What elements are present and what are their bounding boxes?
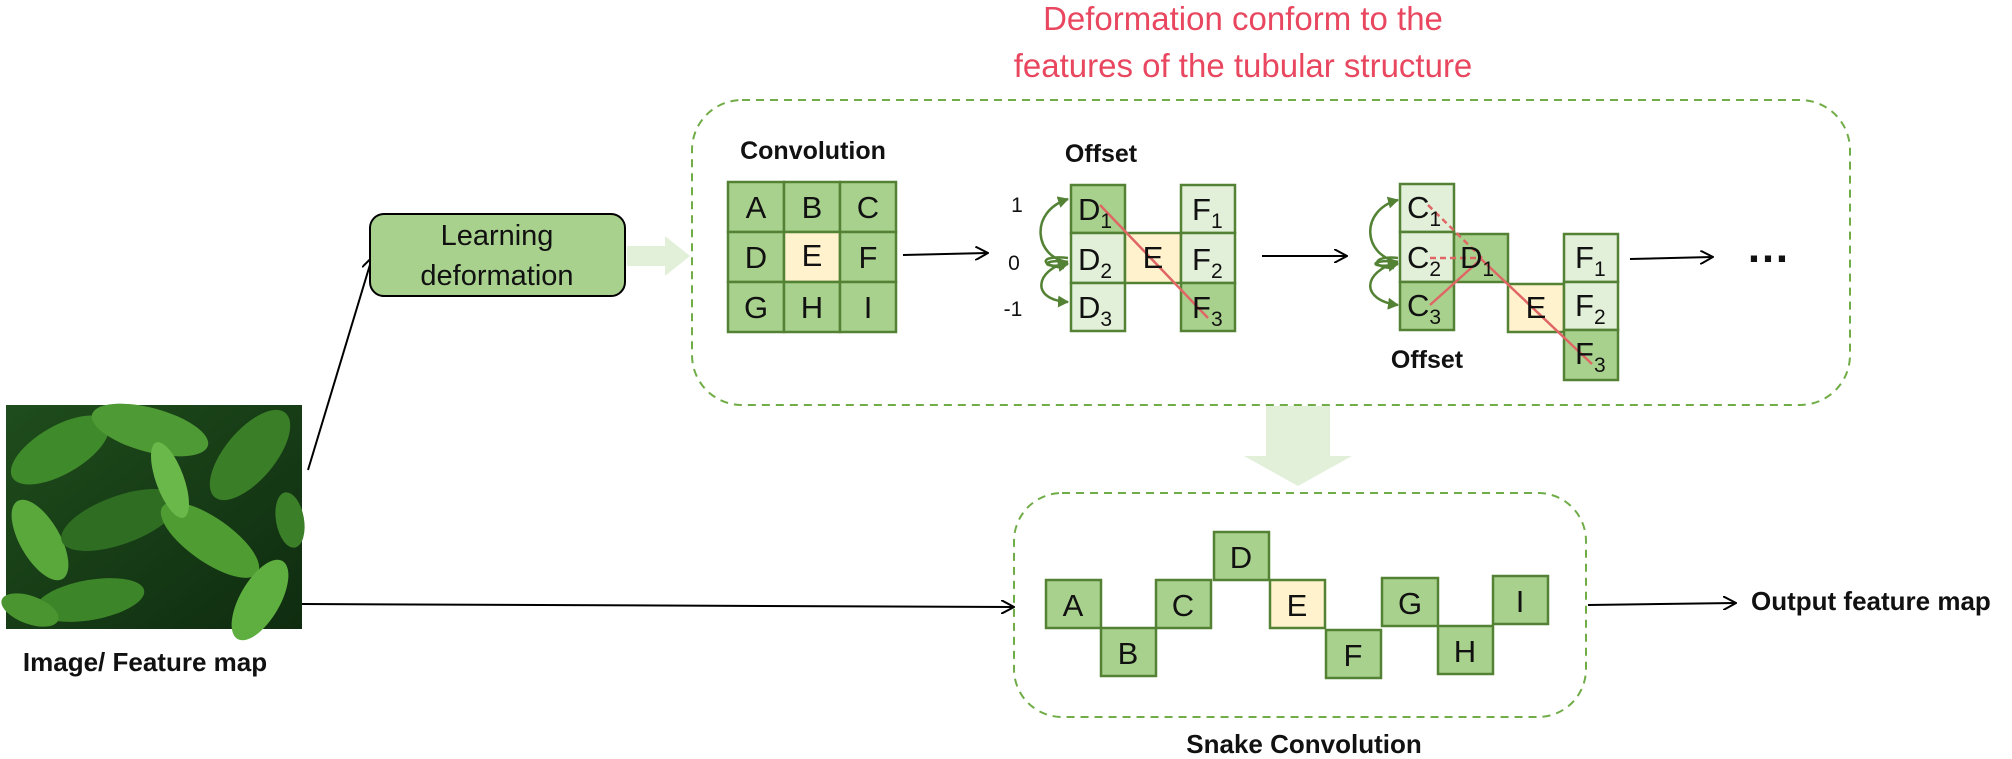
cell-f3: F3: [1192, 290, 1223, 331]
deformation-panel: [691, 99, 1851, 406]
snake-convolution-label: Snake Convolution: [1186, 729, 1421, 759]
offset-curved-arrows-2: [1369, 196, 1399, 310]
offset-label-1: Offset: [1065, 140, 1138, 168]
snake-cell-i: I: [1516, 584, 1525, 619]
arrow-image-to-snake: [301, 604, 1013, 607]
grid-cell-e: E: [802, 238, 823, 273]
cell-f2: F2: [1192, 242, 1223, 283]
snake-cell-g: G: [1398, 586, 1422, 621]
cell-d2: D2: [1078, 242, 1112, 283]
image-label: Image/ Feature map: [23, 647, 267, 677]
ellipsis: …: [1746, 223, 1790, 272]
grid-cell-h: H: [801, 290, 823, 325]
offset-curved-arrows-1: [1039, 196, 1069, 308]
grid-cell-i: I: [864, 290, 873, 325]
offset-tick-0: 0: [1008, 252, 1020, 275]
snake-cell-e: E: [1287, 588, 1308, 623]
offset-tick-1: 1: [1011, 194, 1023, 217]
arrow-image-to-learning: [307, 258, 372, 471]
learning-line-1: Learning: [441, 220, 554, 252]
cell-d1-stage-2: D1: [1460, 240, 1494, 281]
leaf-image: [1, 403, 305, 641]
arrow-grid-to-offset: [902, 253, 987, 255]
output-label: Output feature map: [1751, 586, 1991, 616]
grid-cell-f: F: [859, 240, 878, 275]
snake-cell-a: A: [1063, 588, 1084, 623]
offset-tick-minus-1: -1: [1004, 298, 1023, 321]
offset-stage-1-cells: [1069, 183, 1237, 333]
cell-e-stage-2: E: [1526, 290, 1547, 325]
snake-cell-c: C: [1172, 588, 1194, 623]
convolution-grid: [726, 180, 898, 334]
snake-cells: [1044, 530, 1550, 680]
offset-red-lines-2: [1427, 204, 1593, 365]
convolution-label: Convolution: [740, 137, 886, 165]
grid-cell-d: D: [745, 240, 767, 275]
snake-cell-h: H: [1454, 634, 1476, 669]
cell-f3-stage-2: F3: [1575, 336, 1606, 377]
grid-cell-a: A: [746, 190, 767, 225]
snake-cell-b: B: [1118, 636, 1139, 671]
down-arrow: [1244, 406, 1352, 486]
learning-line-2: deformation: [420, 260, 573, 292]
learning-deformation-box: [369, 213, 626, 297]
grid-cell-b: B: [802, 190, 823, 225]
arrow-offset-2-to-ellipsis: [1629, 257, 1712, 259]
cell-f2-stage-2: F2: [1575, 288, 1606, 329]
learning-connector-arrow: [627, 236, 690, 276]
cell-c2: C2: [1407, 240, 1441, 281]
grid-cell-g: G: [744, 290, 768, 325]
grid-cell-c: C: [857, 190, 879, 225]
cell-e-stage-1: E: [1143, 240, 1164, 275]
cell-d1: D1: [1078, 192, 1112, 233]
title-line-2: features of the tubular structure: [1014, 47, 1473, 84]
title-line-1: Deformation conform to the: [1043, 0, 1443, 37]
cell-f1-stage-2: F1: [1575, 240, 1606, 281]
snake-cell-d: D: [1230, 540, 1252, 575]
snake-panel: [1013, 492, 1587, 718]
cell-c1: C1: [1407, 190, 1441, 231]
offset-label-2: Offset: [1391, 346, 1464, 374]
cell-d3: D3: [1078, 290, 1112, 331]
cell-c3: C3: [1407, 288, 1441, 329]
cell-f1: F1: [1192, 192, 1223, 233]
snake-cell-f: F: [1344, 638, 1363, 673]
arrow-snake-to-output: [1587, 603, 1735, 605]
offset-red-line-1: [1099, 204, 1209, 319]
